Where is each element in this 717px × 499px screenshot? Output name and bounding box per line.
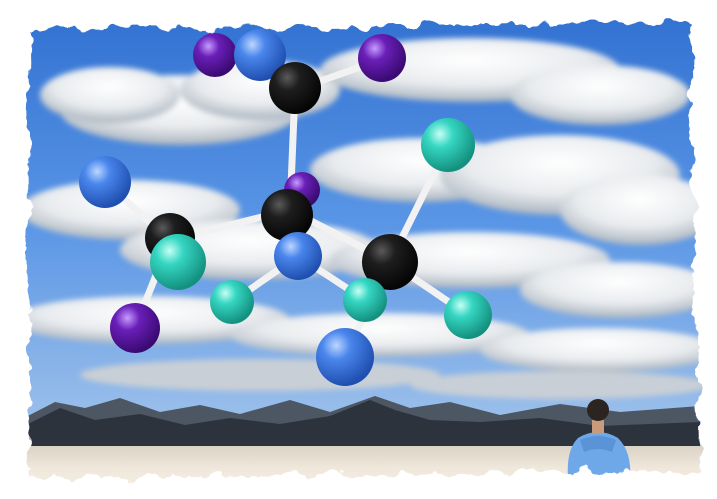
atom-cyan [343,278,387,322]
atom-cyan [421,118,475,172]
atom-cyan [150,234,206,290]
atom-blue [79,156,131,208]
atom-black [362,234,418,290]
atom-black [269,62,321,114]
molecule-atoms [79,29,492,386]
mountains-near [20,400,700,448]
atom-purple [358,34,406,82]
atom-purple [193,33,237,77]
atom-cyan [210,280,254,324]
atom-purple [110,303,160,353]
atom-blue [234,29,286,81]
atom-black [261,189,313,241]
atom-blue [316,328,374,386]
atom-blue [274,232,322,280]
atom-cyan [444,291,492,339]
